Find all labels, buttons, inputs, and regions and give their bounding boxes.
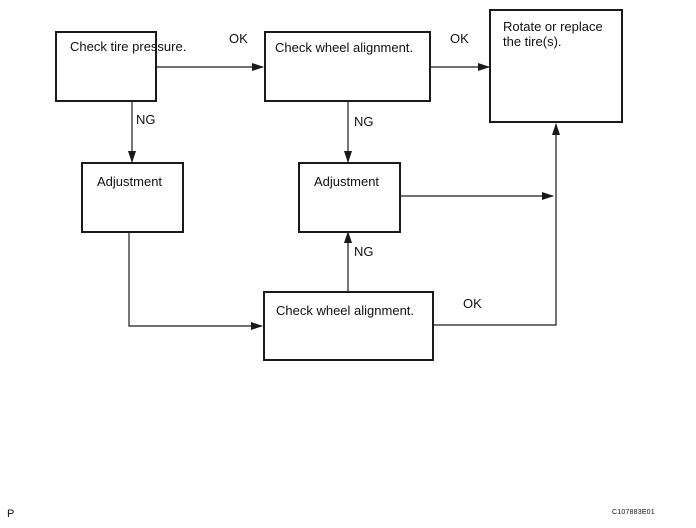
label-rotate-replace-line-1: Rotate or replace — [503, 19, 603, 34]
label-adjustment-center: Adjustment — [314, 174, 379, 189]
edge-label-ng-3: NG — [354, 244, 374, 259]
edge-label-ok-1: OK — [229, 31, 248, 46]
node-adjustment-left — [81, 162, 184, 233]
label-check-alignment-bottom: Check wheel alignment. — [276, 303, 414, 318]
label-check-alignment-top: Check wheel alignment. — [275, 40, 413, 55]
node-check-alignment-bottom — [263, 291, 434, 361]
label-rotate-replace-line-2: the tire(s). — [503, 34, 562, 49]
edge-label-ng-2: NG — [354, 114, 374, 129]
edge-label-ok-2: OK — [450, 31, 469, 46]
label-adjustment-left: Adjustment — [97, 174, 162, 189]
node-check-alignment-top — [264, 31, 431, 102]
edge-label-ng-1: NG — [136, 112, 156, 127]
page-letter: P — [7, 508, 15, 520]
edge-adjustment-left-to-bottom-check — [128, 232, 263, 330]
node-rotate-replace — [489, 9, 623, 123]
node-adjustment-center — [298, 162, 401, 233]
figure-code: C107883E01 — [612, 509, 655, 516]
edge-label-ok-3: OK — [463, 296, 482, 311]
node-check-tire-pressure — [55, 31, 157, 102]
edge-bottom-check-to-rotate — [433, 123, 560, 326]
label-check-tire-pressure: Check tire pressure. — [70, 39, 186, 54]
